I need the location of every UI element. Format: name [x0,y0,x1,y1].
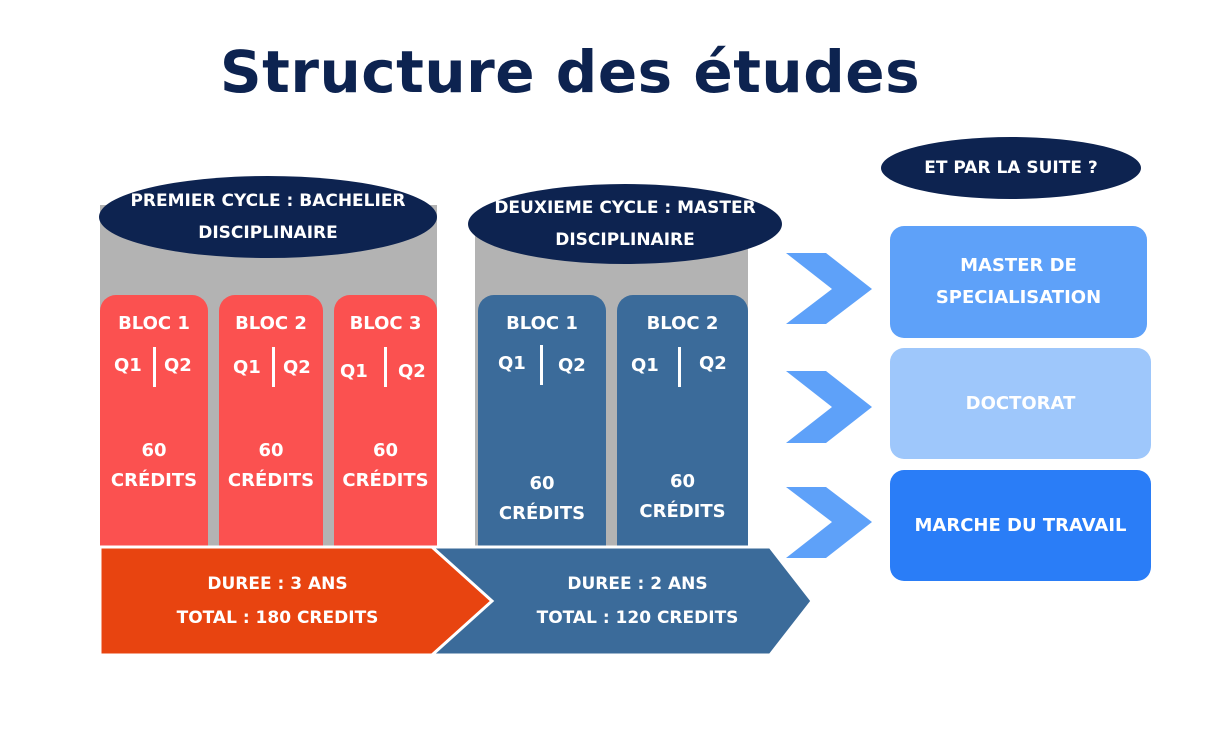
credits-unit: CRÉDITS [498,503,586,524]
option-line1: MASTER DE [960,255,1077,276]
cycle1-duration: DUREE : 3 ANS [207,574,348,594]
cycle2-total: TOTAL : 120 CREDITS [536,608,739,628]
option-master-specialisation: MASTER DE SPECIALISATION [890,226,1147,338]
cycle1-total: TOTAL : 180 CREDITS [176,608,379,628]
cycle1-duration-text: DUREE : 3 ANS TOTAL : 180 CREDITS [110,567,445,635]
credits-value: 60 [141,440,167,461]
bloc-label: BLOC 3 [349,313,422,334]
chevron-right-icon [786,371,872,443]
cycle2-label-line2: DISCIPLINAIRE [555,230,695,250]
bloc-label: BLOC 1 [118,313,190,334]
cycle2-label-line1: DEUXIEME CYCLE : MASTER [494,198,756,218]
credits-value: 60 [258,440,284,461]
credits-value: 60 [372,440,399,461]
option-marche-du-travail: MARCHE DU TRAVAIL [890,470,1151,581]
credits-value: 60 [669,471,696,492]
q1-label: Q1 [114,355,142,376]
cycle2-bloc-2: BLOC 2 Q1 Q2 60 CRÉDITS [617,295,748,555]
q2-label: Q2 [398,361,426,382]
option-line2: SPECIALISATION [935,287,1102,308]
cycle1-label-line1: PREMIER CYCLE : BACHELIER [130,191,406,211]
option-line1: DOCTORAT [965,392,1076,414]
credits-unit: CRÉDITS [110,470,198,491]
next-header: ET PAR LA SUITE ? [881,137,1141,199]
cycle2-duration: DUREE : 2 ANS [567,574,708,594]
quarter-divider [540,345,543,385]
cycle1-label-line2: DISCIPLINAIRE [198,223,338,243]
credits-unit: CRÉDITS [227,470,315,491]
cycle2-bloc-1: BLOC 1 Q1 Q2 60 CRÉDITS [478,295,606,555]
chevron-right-icon [786,253,872,324]
credits-unit: CRÉDITS [639,501,726,522]
credits-unit: CRÉDITS [342,470,429,491]
option-line1: MARCHE DU TRAVAIL [914,514,1127,536]
cycle2-duration-text: DUREE : 2 ANS TOTAL : 120 CREDITS [490,567,785,635]
q2-label: Q2 [164,355,192,376]
quarter-divider [678,347,681,387]
chevron-right-icon [786,487,872,558]
q1-label: Q1 [498,353,526,374]
bloc-label: BLOC 2 [235,313,307,334]
q2-label: Q2 [699,353,727,374]
credits-value: 60 [529,473,555,494]
q2-label: Q2 [558,355,586,376]
q1-label: Q1 [631,355,659,376]
quarter-divider [384,347,387,387]
option-doctorat: DOCTORAT [890,348,1151,459]
quarter-divider [272,347,275,387]
cycle2-label: DEUXIEME CYCLE : MASTER DISCIPLINAIRE [468,184,782,264]
quarter-divider [153,347,156,387]
q1-label: Q1 [340,361,368,382]
bloc-label: BLOC 2 [646,313,719,334]
q1-label: Q1 [233,357,261,378]
page-title: Structure des études [219,38,921,106]
cycle1-duration-arrow [98,545,495,657]
bloc-label: BLOC 1 [506,313,578,334]
q2-label: Q2 [283,357,311,378]
cycle1-label: PREMIER CYCLE : BACHELIER DISCIPLINAIRE [99,176,437,258]
